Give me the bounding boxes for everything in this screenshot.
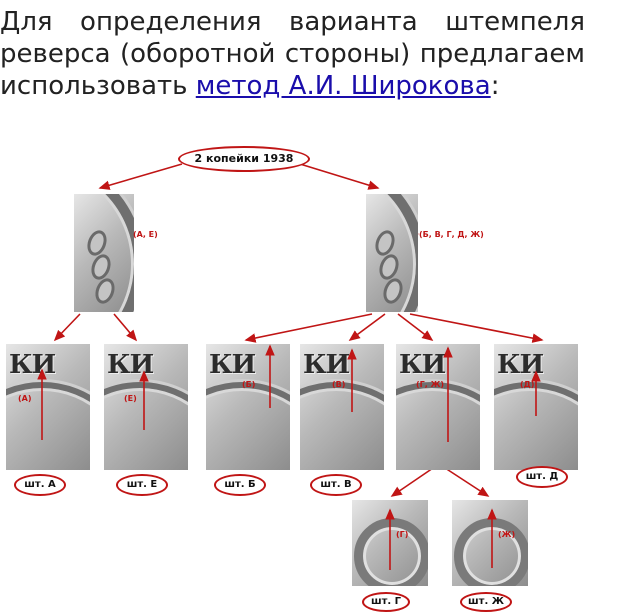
photo-v: КИ (В) (300, 344, 384, 470)
arrow-to-v (348, 313, 386, 341)
stamp-label-g: шт. Г (362, 592, 410, 612)
coin-letters: КИ (303, 350, 350, 380)
arrow-to-b (244, 313, 373, 343)
photo-b: КИ (Б) (206, 344, 290, 470)
coin-photo-left (74, 194, 134, 312)
stamp-label-zh: шт. Ж (460, 592, 512, 612)
arrow-to-d (409, 313, 544, 343)
stamp-label-b: шт. Б (214, 474, 266, 496)
intro-text: Для определения варианта штемпеля реверс… (0, 7, 585, 101)
photo-e: КИ (Е) (104, 344, 188, 470)
photo-label-v: (В) (332, 380, 346, 389)
photo-label-b: (Б) (242, 380, 256, 389)
stamp-label-a: шт. А (14, 474, 66, 496)
coin-photo-right (366, 194, 418, 312)
coin-letters: КИ (209, 350, 256, 380)
stamp-label-v: шт. В (310, 474, 362, 496)
photo-a: КИ (А) (6, 344, 90, 470)
arrow-to-e (113, 313, 138, 342)
photo-g: (Г) (352, 500, 428, 586)
diagram-title: 2 копейки 1938 (178, 146, 310, 172)
method-link[interactable]: метод А.И. Широкова (195, 71, 491, 101)
photo-label-d: (Д) (520, 380, 535, 389)
photo-label-e: (Е) (124, 394, 137, 403)
photo-label-a: (А) (18, 394, 32, 403)
branch-label-left: (А, Е) (133, 230, 158, 239)
intro-paragraph: Для определения варианта штемпеля реверс… (0, 6, 585, 102)
intro-colon: : (490, 71, 500, 101)
stamp-label-d: шт. Д (516, 466, 568, 488)
photo-d: КИ (Д) (494, 344, 578, 470)
coin-letters: КИ (399, 350, 446, 380)
photo-label-g: (Г) (396, 530, 409, 539)
stamp-label-e: шт. Е (116, 474, 168, 496)
arrow-to-a (53, 313, 81, 342)
photo-label-zh: (Ж) (498, 530, 516, 539)
arrow-to-gzh (397, 313, 434, 341)
photo-label-gzh: (Г, Ж) (416, 380, 445, 389)
photo-gzh: КИ (Г, Ж) (396, 344, 480, 470)
coin-letters: КИ (9, 350, 56, 380)
arrow-to-g (390, 465, 437, 497)
arrow-to-zh (441, 465, 490, 497)
photo-zh: (Ж) (452, 500, 528, 586)
arrow-title-left (98, 163, 183, 190)
branch-label-right: (Б, В, Г, Д, Ж) (419, 230, 484, 239)
arrow-title-right (299, 163, 380, 190)
